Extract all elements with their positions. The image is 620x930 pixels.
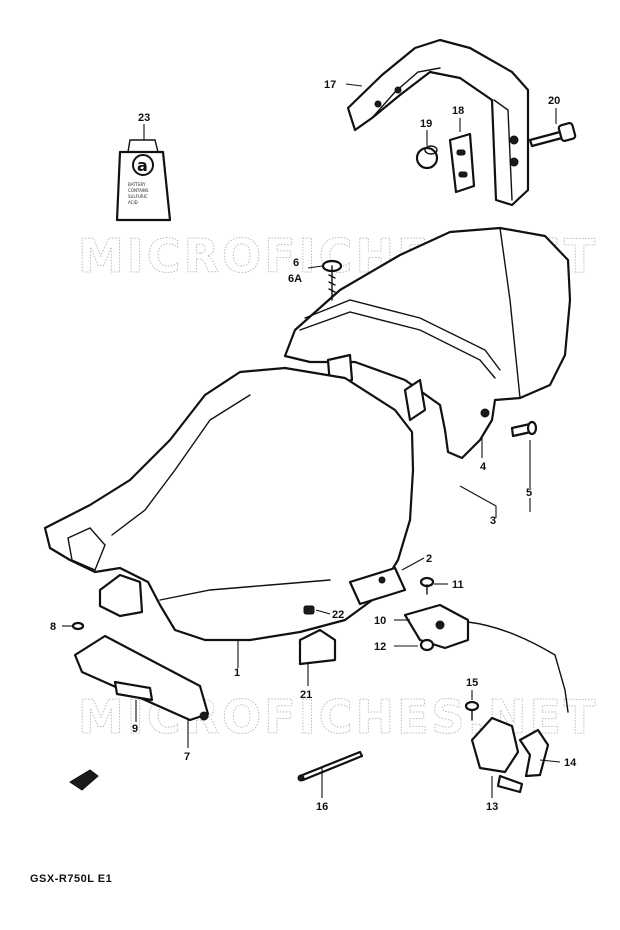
callout-2: 2 [426, 553, 432, 565]
screw-part-8 [71, 621, 85, 631]
tie-part-16 [297, 750, 364, 782]
rear-seat-part-3 [283, 226, 572, 460]
screw-part-6 [321, 259, 343, 301]
bolt-part-5 [510, 420, 538, 438]
strip-part-9 [113, 680, 154, 702]
bracket-part-21 [298, 628, 337, 666]
caution-text-line-3: SULFURIC [128, 194, 148, 199]
caution-text-line-2: CONTAINS [128, 188, 149, 193]
caution-symbol: a [137, 156, 148, 175]
callout-9: 9 [132, 723, 138, 735]
callout-17: 17 [324, 79, 336, 91]
callout-11: 11 [452, 579, 464, 591]
collar-part-19 [415, 145, 439, 170]
front-arrow-icon [69, 769, 99, 791]
callout-13: 13 [486, 801, 498, 813]
callout-23: 23 [138, 112, 150, 124]
callout-5: 5 [526, 487, 532, 499]
cam-part-14 [518, 728, 550, 778]
lock-cylinder-part-13 [470, 716, 524, 794]
tray-part-7 [73, 634, 210, 722]
bolt-part-15 [464, 700, 480, 721]
callout-18: 18 [452, 105, 464, 117]
caution-text-line-1: BATTERY [128, 182, 146, 187]
nut-part-12 [419, 638, 435, 652]
callout-16: 16 [316, 801, 328, 813]
grab-handle-part-17 [346, 38, 530, 207]
callout-6a: 6A [288, 273, 302, 285]
model-label: GSX-R750L E1 [30, 873, 113, 885]
callout-12: 12 [374, 641, 386, 653]
callout-22: 22 [332, 609, 344, 621]
pad-part-2 [348, 566, 407, 606]
screw-part-11 [419, 576, 435, 595]
callout-1: 1 [234, 667, 240, 679]
callout-19: 19 [420, 118, 432, 130]
callout-15: 15 [466, 677, 478, 689]
lock-part-10 [403, 603, 569, 713]
bolt-part-22 [303, 605, 315, 615]
bolt-part-20 [528, 122, 577, 148]
caution-label-part-23: a BATTERY CONTAINS SULFURIC ACID [115, 139, 172, 222]
bracket-part-18 [448, 132, 476, 194]
caution-text-line-4: ACID [128, 200, 138, 205]
callout-7: 7 [184, 751, 190, 763]
callout-8: 8 [50, 621, 56, 633]
callout-21: 21 [300, 689, 312, 701]
callout-6: 6 [293, 257, 299, 269]
callout-numbers: 17 23 19 18 20 6 6A 4 5 3 2 11 10 12 22 … [50, 79, 577, 813]
callout-10: 10 [374, 615, 386, 627]
leader-lines [62, 83, 561, 798]
callout-14: 14 [564, 757, 577, 769]
callout-20: 20 [548, 95, 560, 107]
callout-4: 4 [480, 461, 487, 473]
callout-3: 3 [490, 515, 496, 527]
